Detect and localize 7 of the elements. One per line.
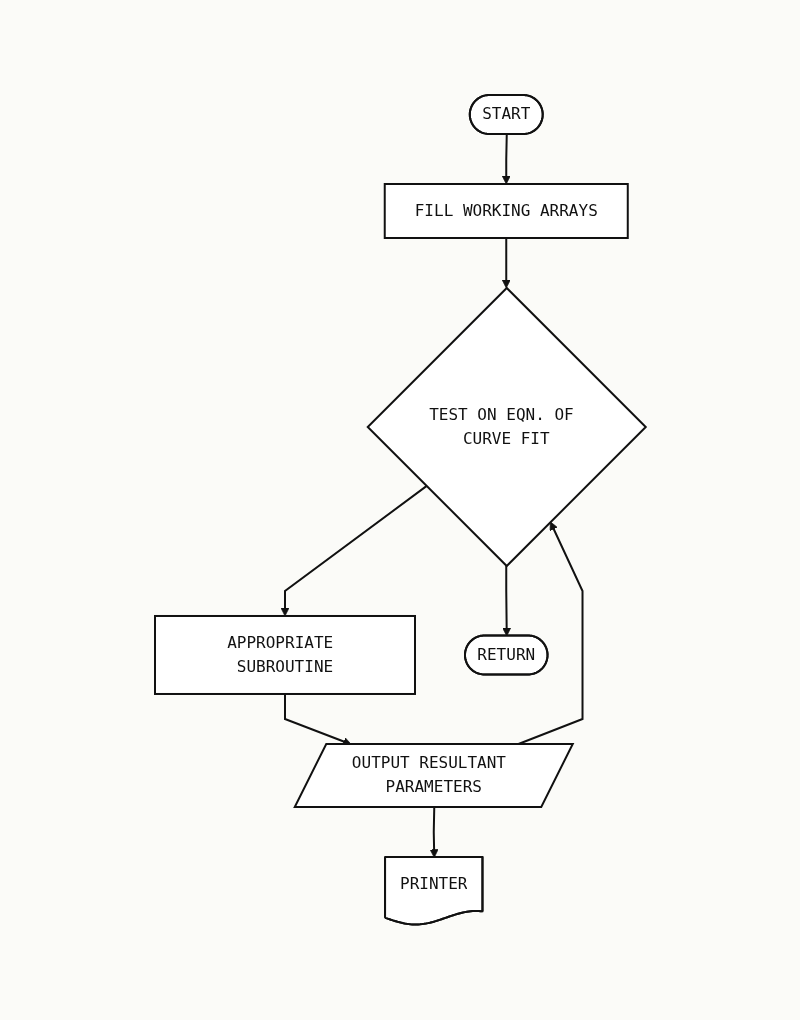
- arrow: [501, 133, 511, 185]
- arrow: [501, 565, 511, 637]
- node-box: APPROPRIATE SUBROUTINE: [153, 615, 416, 696]
- node-diamond: TEST ON EQN. OF CURVE FIT: [365, 286, 647, 568]
- arrow: [501, 237, 511, 289]
- arrow: [280, 485, 428, 617]
- node-box: FILL WORKING ARRAYS: [383, 183, 629, 240]
